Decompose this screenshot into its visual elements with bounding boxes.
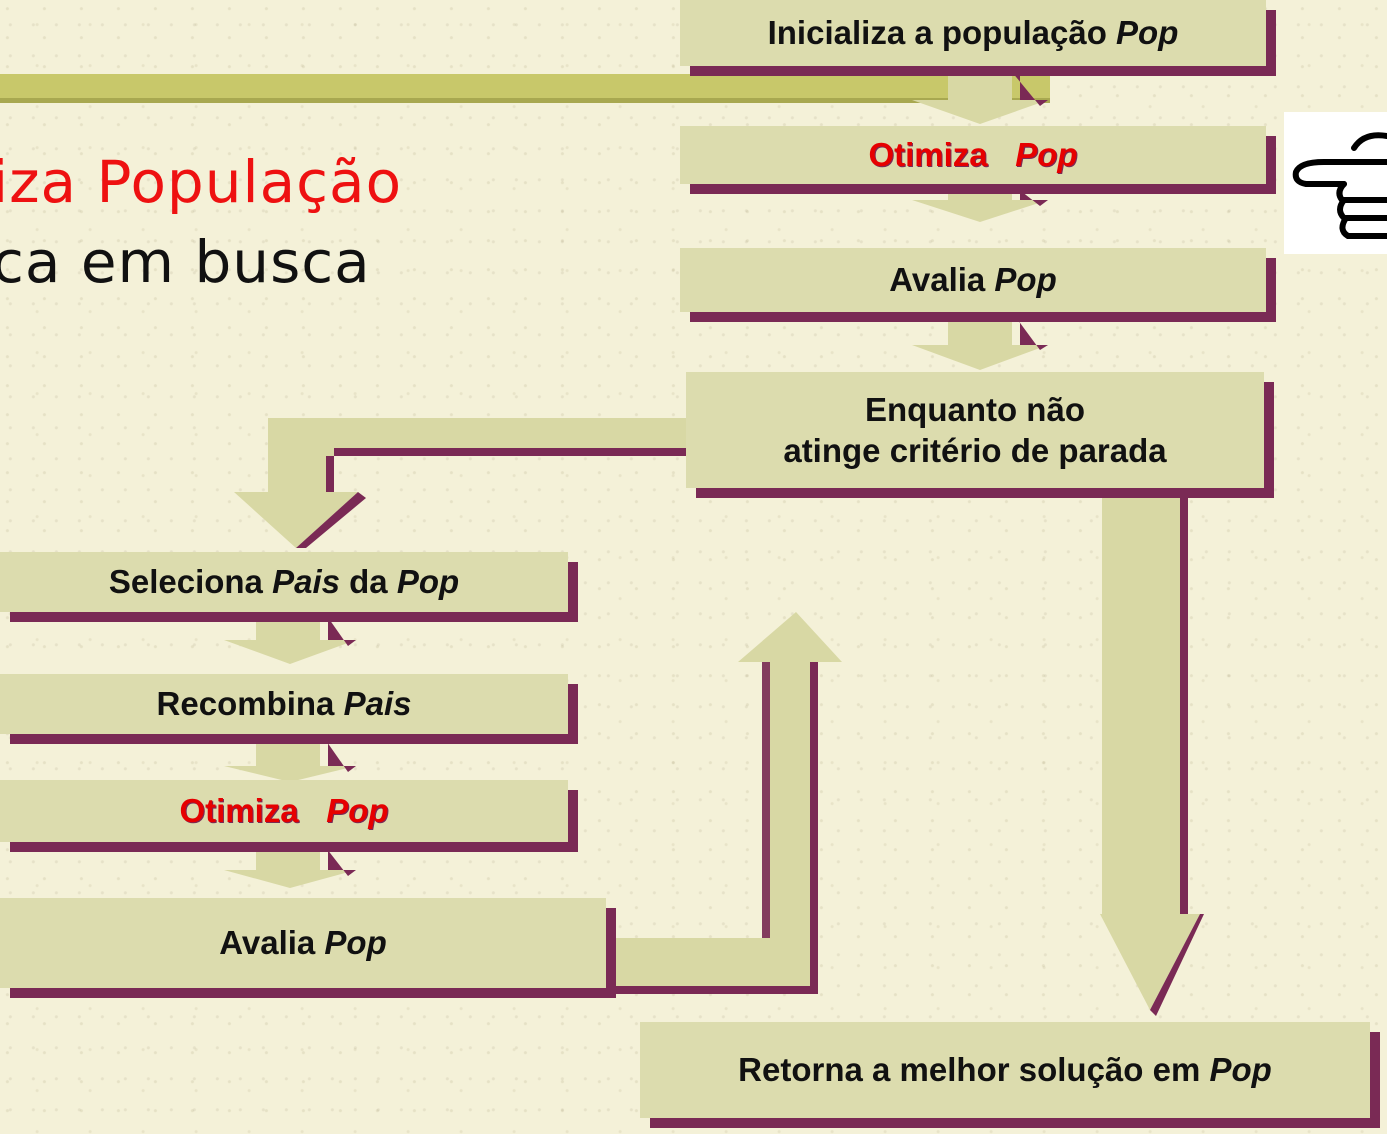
step-initialize: Inicializa a população Pop — [680, 0, 1266, 66]
arrow-recombine-to-optimize — [224, 732, 356, 782]
arrow-while-to-return — [1100, 488, 1204, 1016]
step-evaluate-top: Avalia Pop — [680, 248, 1266, 312]
arrow-evaluate-loop-up — [606, 612, 842, 994]
arrow-optimize-to-evaluate — [912, 184, 1048, 222]
arrow-optimize-to-evaluate-bottom — [224, 840, 356, 888]
arrow-loop-to-select — [234, 418, 686, 548]
while-line2: atinge critério de parada — [783, 432, 1167, 469]
arrow-evaluate-to-while — [912, 312, 1048, 370]
step-select-parents: Seleciona Pais da Pop — [0, 552, 568, 612]
step-recombine: Recombina Pais — [0, 674, 568, 734]
arrow-init-to-optimize — [912, 72, 1048, 124]
step-evaluate-bottom: Avalia Pop — [0, 898, 606, 988]
slide-title-line1: iza População — [0, 148, 403, 216]
slide-title-line2: ca em busca — [0, 228, 371, 296]
step-return-best: Retorna a melhor solução em Pop — [640, 1022, 1370, 1118]
decorative-title-bar — [0, 74, 1050, 102]
step-optimize-top: Otimiza Pop — [680, 126, 1266, 184]
step-while-condition: Enquanto não atinge critério de parada — [686, 372, 1264, 488]
while-line1: Enquanto não — [865, 390, 1085, 428]
arrow-select-to-recombine — [224, 606, 356, 664]
pointing-hand-icon — [1284, 112, 1387, 254]
step-optimize-bottom: Otimiza Pop — [0, 780, 568, 842]
